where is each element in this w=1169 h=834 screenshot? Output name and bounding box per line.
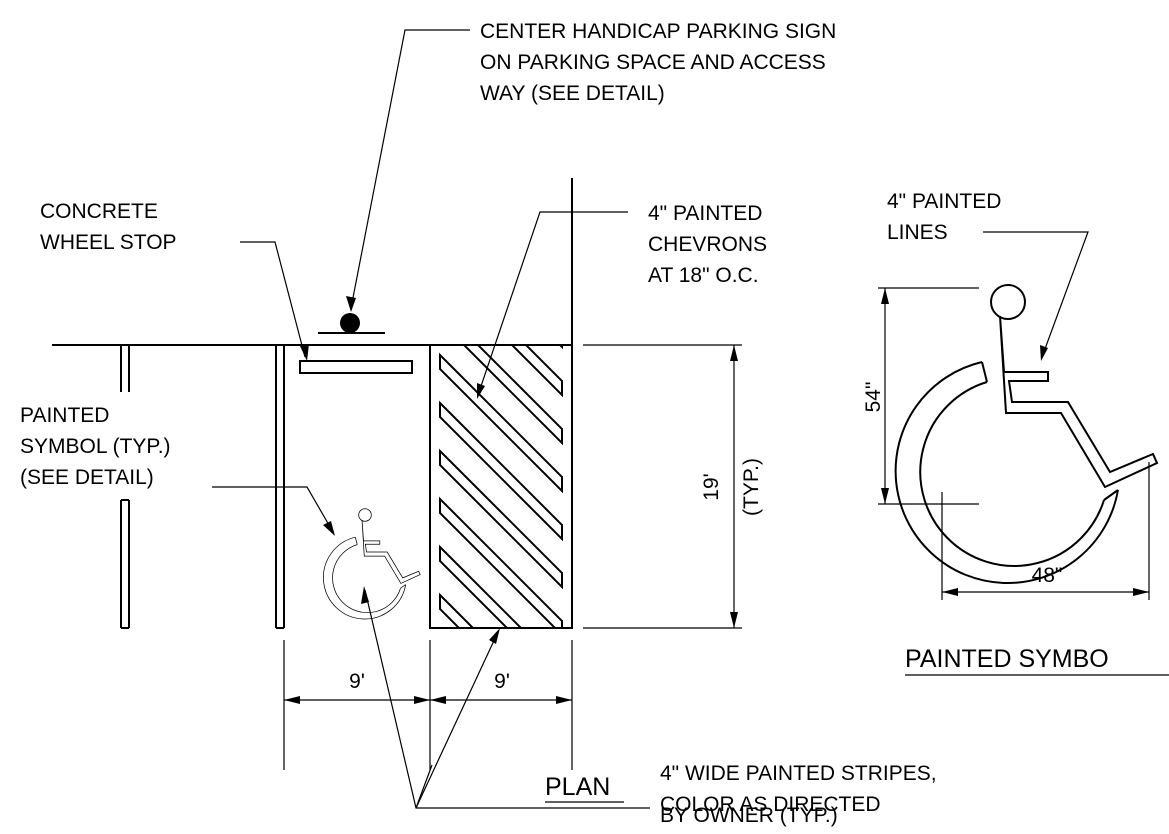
depth-note-label: (TYP.) bbox=[740, 458, 763, 516]
width-dimensions: 9' 9' bbox=[283, 640, 573, 770]
svg-text:4" PAINTED: 4" PAINTED bbox=[648, 202, 762, 225]
chevron-stripe bbox=[440, 691, 562, 827]
height-dimension: 54" bbox=[862, 287, 979, 505]
depth-dimension: 19' (TYP.) bbox=[583, 344, 763, 629]
detail-title: PAINTED SYMBO bbox=[905, 645, 1169, 676]
handicap-symbol-large bbox=[894, 284, 1158, 585]
svg-text:WAY (SEE DETAIL): WAY (SEE DETAIL) bbox=[480, 82, 665, 105]
chevron-stripe bbox=[558, 345, 563, 350]
svg-text:(SEE DETAIL): (SEE DETAIL) bbox=[20, 466, 154, 489]
chevron-stripe bbox=[439, 592, 475, 628]
leader-lines bbox=[212, 29, 650, 809]
width-dimension-detail: 48" bbox=[941, 462, 1150, 600]
chevron-stripe bbox=[510, 345, 563, 398]
svg-text:PLAN: PLAN bbox=[545, 773, 610, 801]
symbol-note: PAINTED SYMBOL (TYP.) (SEE DETAIL) bbox=[20, 404, 171, 489]
svg-text:PAINTED: PAINTED bbox=[20, 404, 109, 427]
left-stripe bbox=[120, 345, 130, 629]
symbol-width-label: 48" bbox=[1032, 564, 1063, 587]
depth-label: 19' bbox=[700, 473, 723, 500]
plan-title: PLAN bbox=[545, 773, 624, 803]
lines-note: 4" PAINTED LINES bbox=[887, 190, 1001, 244]
space-width-label: 9' bbox=[349, 670, 365, 693]
handicap-symbol-small bbox=[323, 508, 421, 620]
stripes-note: 4" WIDE PAINTED STRIPES, COLOR AS DIRECT… bbox=[660, 762, 937, 827]
svg-text:BY OWNER (TYP.): BY OWNER (TYP.) bbox=[660, 804, 838, 827]
chevron-stripe bbox=[439, 352, 563, 494]
chevron-stripe bbox=[439, 448, 563, 590]
svg-text:CHEVRONS: CHEVRONS bbox=[648, 233, 767, 256]
access-aisle bbox=[429, 344, 573, 827]
chevron-stripe bbox=[440, 643, 562, 779]
sign-symbol bbox=[318, 313, 385, 334]
chevrons-note: 4" PAINTED CHEVRONS AT 18" O.C. bbox=[648, 202, 767, 287]
svg-text:4" PAINTED: 4" PAINTED bbox=[887, 190, 1001, 213]
height-label: 54" bbox=[862, 382, 885, 413]
symbol-detail: 54" 48" 4" PAINTED LINES PAINTED SYMBO bbox=[862, 190, 1169, 676]
chevron-stripe bbox=[439, 544, 523, 628]
lines-leader bbox=[983, 231, 1089, 361]
svg-text:PAINTED SYMBO: PAINTED SYMBO bbox=[905, 645, 1109, 673]
svg-text:CONCRETE: CONCRETE bbox=[40, 200, 158, 223]
svg-text:4" WIDE PAINTED STRIPES,: 4" WIDE PAINTED STRIPES, bbox=[660, 762, 937, 785]
wheel-stop bbox=[299, 360, 413, 374]
sign-note: CENTER HANDICAP PARKING SIGN ON PARKING … bbox=[480, 20, 836, 105]
parking-plan: 9' 9' 19' (TYP.) bbox=[20, 20, 937, 827]
aisle-width-label: 9' bbox=[494, 670, 510, 693]
svg-text:CENTER HANDICAP PARKING SIGN: CENTER HANDICAP PARKING SIGN bbox=[480, 20, 836, 43]
svg-text:AT 18" O.C.: AT 18" O.C. bbox=[648, 264, 759, 287]
chevron-stripe bbox=[462, 345, 563, 446]
svg-text:COLOR AS DIRECTED: COLOR AS DIRECTED bbox=[660, 793, 881, 816]
svg-text:LINES: LINES bbox=[887, 221, 948, 244]
svg-text:SYMBOL (TYP.): SYMBOL (TYP.) bbox=[20, 435, 171, 458]
chevron-stripe bbox=[439, 496, 563, 628]
svg-text:ON PARKING SPACE AND ACCESS: ON PARKING SPACE AND ACCESS bbox=[480, 51, 826, 74]
chevron-stripe bbox=[439, 400, 563, 542]
wheel-stop-note: CONCRETE WHEEL STOP bbox=[40, 200, 177, 254]
svg-text:WHEEL STOP: WHEEL STOP bbox=[40, 231, 177, 254]
